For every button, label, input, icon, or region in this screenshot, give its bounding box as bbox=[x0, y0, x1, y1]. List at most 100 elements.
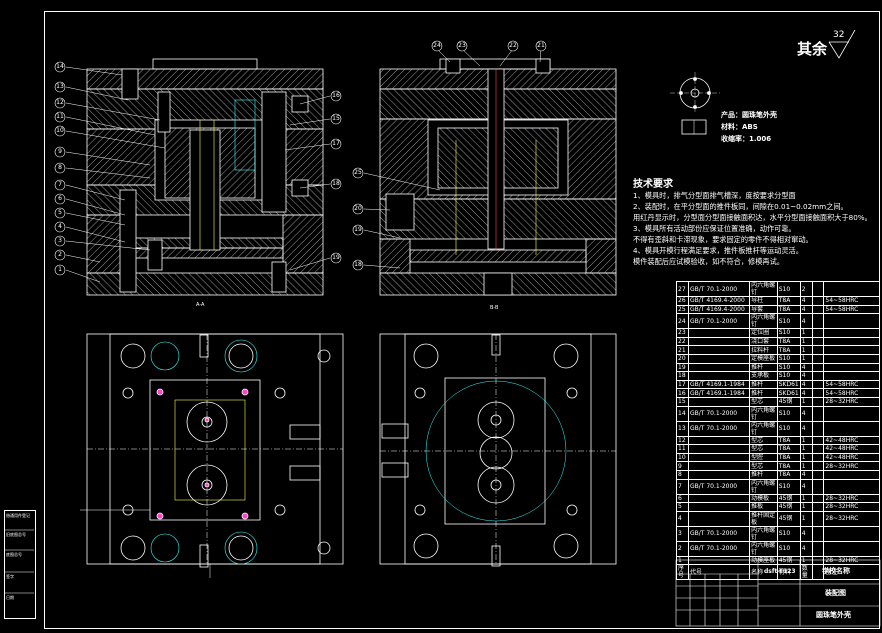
bom-cell: 28~32HRC bbox=[823, 493, 880, 504]
bom-cell: 4 bbox=[799, 388, 813, 398]
roughness-symbol bbox=[828, 29, 856, 59]
drawing-border bbox=[44, 11, 880, 629]
roughness-label: 其余 bbox=[797, 40, 828, 58]
bom-cell bbox=[687, 345, 751, 355]
right-callout-circles bbox=[352, 40, 547, 271]
bom-cell: 1 bbox=[799, 396, 813, 407]
bom-header-cell: 数量 bbox=[799, 564, 813, 581]
bom-cell bbox=[811, 405, 825, 422]
bom-cell: 2 bbox=[676, 540, 689, 557]
bom-cell bbox=[687, 328, 751, 338]
callout-number: 11 bbox=[56, 113, 64, 120]
bom-cell: 28~32HRC bbox=[823, 555, 880, 566]
bom-cell: 4 bbox=[799, 296, 813, 306]
callout-number: 7 bbox=[58, 181, 62, 188]
bom-cell: S10 bbox=[776, 540, 801, 557]
bom-cell: 16 bbox=[676, 388, 689, 398]
bom-cell: 推杆固定板 bbox=[749, 510, 778, 527]
callout-number: 18 bbox=[354, 261, 362, 268]
callout-number: 13 bbox=[56, 83, 64, 90]
part-name: 圆珠笔外壳 bbox=[816, 611, 851, 619]
bom-cell: GB/T 4169.4-2000 bbox=[687, 304, 751, 315]
bom-cell bbox=[811, 469, 825, 480]
callout-number: 4 bbox=[58, 223, 62, 230]
bom-cell: S10 bbox=[776, 353, 801, 364]
section-view-right bbox=[379, 58, 617, 296]
callout-number: 12 bbox=[56, 99, 64, 106]
bom-cell bbox=[811, 525, 825, 542]
bom-cell bbox=[687, 396, 751, 407]
left-callout-circles bbox=[54, 61, 342, 276]
bom-cell: 2 bbox=[799, 281, 813, 297]
bom-cell: 54~58HRC bbox=[823, 379, 880, 390]
side-stamp-cell: 底图总号 bbox=[6, 552, 22, 557]
section-view-left bbox=[86, 58, 324, 296]
bom-cell: 推板 bbox=[749, 502, 778, 512]
bom-cell: 4 bbox=[799, 405, 813, 422]
callout-number: 9 bbox=[58, 148, 62, 155]
bom-cell: SKD61 bbox=[776, 388, 801, 398]
callout-number: 2 bbox=[58, 251, 62, 258]
bom-cell: 支承板 bbox=[749, 371, 778, 381]
side-stamp-cell: 借通用件登记 bbox=[6, 513, 30, 518]
bom-cell bbox=[687, 493, 751, 504]
bom-cell: 4 bbox=[799, 478, 813, 495]
bom-cell: 4 bbox=[799, 420, 813, 437]
requirement-line: 2、装配时，在平分型面的推件板同，间隙在0.01~0.02mm之间。 bbox=[633, 202, 848, 211]
bom-cell: 54~58HRC bbox=[823, 304, 880, 315]
callout-number: 19 bbox=[332, 254, 340, 261]
bom-cell: S10 bbox=[776, 281, 801, 297]
bom-cell: 1 bbox=[676, 555, 689, 566]
bom-cell: 7 bbox=[676, 478, 689, 495]
bom-cell: S10 bbox=[776, 405, 801, 422]
bom-cell bbox=[811, 396, 825, 407]
bom-cell: 1 bbox=[799, 336, 813, 347]
product-shrinkage: 收缩率：1.006 bbox=[721, 135, 772, 143]
side-stamp-cell: 旧底图总号 bbox=[6, 532, 26, 537]
callout-number: 14 bbox=[56, 63, 64, 70]
bom-cell: 45钢 bbox=[776, 396, 801, 407]
requirement-line: 用红丹显示时，分型面分型面接触面积达，水平分型面接触面积大于80%。 bbox=[633, 213, 872, 222]
bom-cell: 25 bbox=[676, 304, 689, 315]
bom-cell: 10 bbox=[676, 452, 689, 463]
bom-cell: T8A bbox=[776, 336, 801, 347]
bom-cell: 3 bbox=[676, 525, 689, 542]
bom-cell bbox=[687, 461, 751, 471]
callout-number: 16 bbox=[332, 92, 340, 99]
callout-number: 25 bbox=[354, 169, 362, 176]
title-block-lines bbox=[675, 559, 881, 627]
bom-cell: T8A bbox=[776, 469, 801, 480]
bom-cell bbox=[687, 502, 751, 512]
bom-cell bbox=[811, 353, 825, 364]
bom-cell: T8A bbox=[776, 461, 801, 471]
bom-cell: GB/T 70.1-2000 bbox=[687, 420, 751, 437]
bom-cell: 1 bbox=[799, 444, 813, 454]
bom-cell: 内六角螺钉 bbox=[749, 281, 778, 297]
bom-cell bbox=[811, 371, 825, 381]
bom-cell bbox=[823, 525, 880, 542]
requirements-title: 技术要求 bbox=[633, 179, 673, 190]
bom-cell: 1 bbox=[799, 353, 813, 364]
bom-cell bbox=[811, 502, 825, 512]
bom-cell: 内六角螺钉 bbox=[749, 420, 778, 437]
bom-cell: 型腔 bbox=[749, 452, 778, 463]
bom-cell: 9 bbox=[676, 461, 689, 471]
bom-cell: 动模座板 bbox=[749, 555, 778, 566]
bom-cell bbox=[687, 336, 751, 347]
bom-cell: 型芯 bbox=[749, 461, 778, 471]
callout-number: 10 bbox=[56, 127, 64, 134]
bom-cell bbox=[687, 444, 751, 454]
callout-number: 3 bbox=[58, 237, 62, 244]
bom-cell: 12 bbox=[676, 435, 689, 446]
bom-cell bbox=[823, 420, 880, 437]
callout-number: 1 bbox=[58, 266, 62, 273]
product-material: 材料：ABS bbox=[721, 123, 758, 131]
